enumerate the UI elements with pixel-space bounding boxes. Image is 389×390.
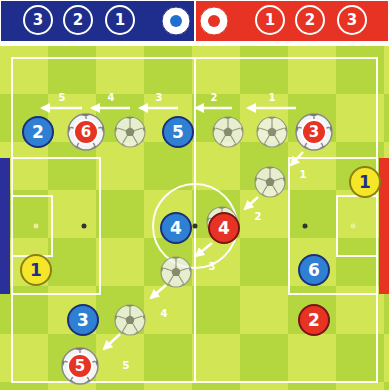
pitch-lines bbox=[12, 58, 377, 382]
blue-dot bbox=[170, 15, 182, 27]
player-token: 4 bbox=[160, 212, 192, 244]
pass-arrows bbox=[42, 108, 303, 349]
score-token: 1 bbox=[105, 5, 135, 35]
player-token: 4 bbox=[208, 212, 240, 244]
player-number: 2 bbox=[32, 124, 44, 141]
pitch bbox=[0, 46, 389, 390]
score-token: 1 bbox=[255, 5, 285, 35]
player-number: 2 bbox=[308, 312, 320, 329]
goalkeeper-token: 1 bbox=[20, 254, 52, 286]
player-with-ball-token: 3 bbox=[301, 119, 327, 145]
player-number: 5 bbox=[75, 359, 85, 374]
player-number: 3 bbox=[33, 13, 43, 28]
player-number: 5 bbox=[172, 124, 184, 141]
player-number: 1 bbox=[30, 262, 42, 279]
penalty-spot bbox=[303, 224, 308, 229]
move-number: 2 bbox=[255, 212, 262, 222]
player-with-ball-token: 5 bbox=[67, 353, 93, 379]
red-panel bbox=[195, 0, 389, 42]
player-token: 2 bbox=[298, 304, 330, 336]
red-dot bbox=[208, 15, 220, 27]
move-number: 1 bbox=[300, 170, 307, 180]
player-token: 3 bbox=[67, 304, 99, 336]
player-number: 1 bbox=[115, 13, 125, 28]
red-kickoff-token bbox=[200, 7, 228, 35]
blue-kickoff-token bbox=[162, 7, 190, 35]
move-number: 5 bbox=[123, 361, 130, 371]
blue-panel bbox=[0, 0, 195, 42]
move-number: 3 bbox=[209, 262, 216, 272]
move-number: 4 bbox=[161, 309, 168, 319]
player-with-ball-token: 6 bbox=[73, 119, 99, 145]
move-number: 2 bbox=[211, 93, 218, 103]
player-number: 6 bbox=[81, 125, 91, 140]
score-token: 3 bbox=[337, 5, 367, 35]
ball-positions bbox=[115, 117, 287, 335]
move-number: 5 bbox=[59, 93, 66, 103]
goal-spot bbox=[351, 224, 356, 229]
player-token: 6 bbox=[298, 254, 330, 286]
player-number: 2 bbox=[73, 13, 83, 28]
blue-goal bbox=[0, 158, 10, 294]
player-token: 2 bbox=[22, 116, 54, 148]
center-spot bbox=[193, 224, 198, 229]
player-number: 3 bbox=[77, 312, 89, 329]
player-number: 3 bbox=[309, 125, 319, 140]
player-number: 4 bbox=[170, 220, 182, 237]
score-token: 2 bbox=[63, 5, 93, 35]
move-number: 3 bbox=[156, 93, 163, 103]
player-number: 1 bbox=[359, 174, 371, 191]
player-number: 6 bbox=[308, 262, 320, 279]
move-number: 4 bbox=[108, 93, 115, 103]
ball-rings bbox=[62, 114, 332, 384]
goalkeeper-token: 1 bbox=[349, 166, 381, 198]
score-token: 3 bbox=[23, 5, 53, 35]
player-number: 1 bbox=[265, 13, 275, 28]
penalty-spot bbox=[82, 224, 87, 229]
player-number: 3 bbox=[347, 13, 357, 28]
score-token: 2 bbox=[295, 5, 325, 35]
player-number: 4 bbox=[218, 220, 230, 237]
move-number: 1 bbox=[269, 93, 276, 103]
player-token: 5 bbox=[162, 116, 194, 148]
goal-spot bbox=[34, 224, 39, 229]
player-number: 2 bbox=[305, 13, 315, 28]
